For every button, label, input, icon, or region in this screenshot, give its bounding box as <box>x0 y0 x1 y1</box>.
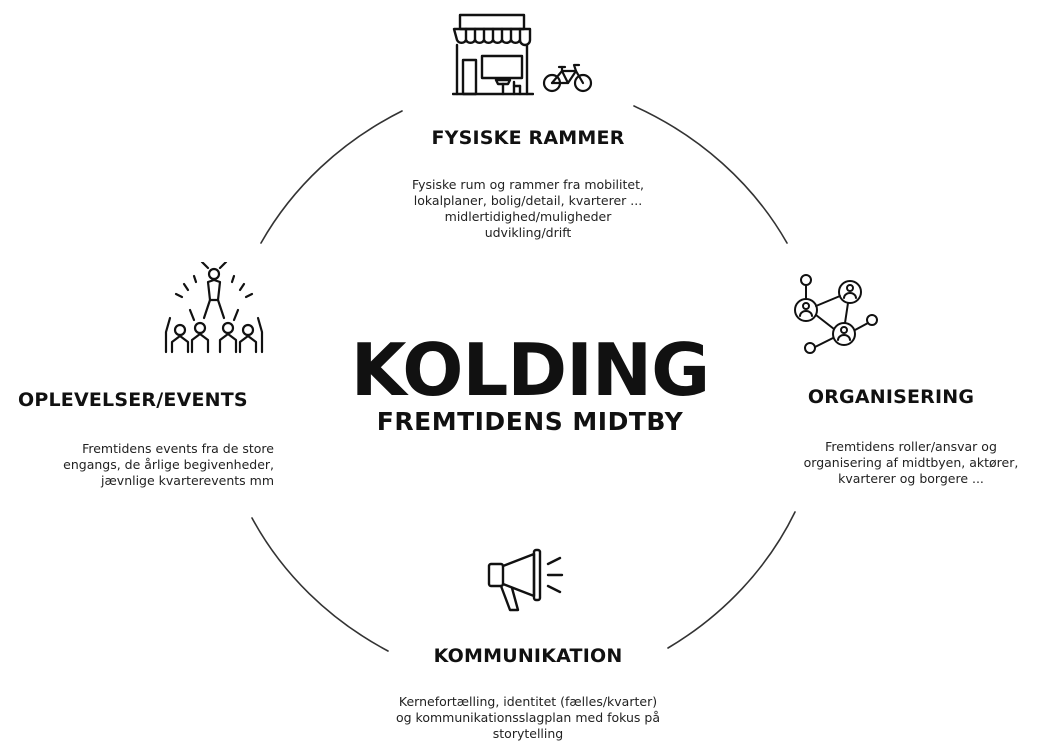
center-title: KOLDING <box>350 328 711 412</box>
section-desc-events: Fremtidens events fra de store engangs, … <box>4 441 274 489</box>
megaphone-icon <box>487 548 564 612</box>
ring-arc-top-right <box>633 105 788 244</box>
section-desc-organising: Fremtidens roller/ansvar og organisering… <box>776 439 1046 487</box>
ring-arc-top-left <box>260 110 403 244</box>
desc-line: midlertidighed/muligheder <box>444 209 612 224</box>
section-desc-communication: Kernefortælling, identitet (fælles/kvart… <box>318 694 738 742</box>
section-desc-physical: Fysiske rum og rammer fra mobilitet, lok… <box>338 177 718 241</box>
ring-arc-bottom-right <box>667 511 796 649</box>
desc-line: Fremtidens events fra de store <box>82 441 274 456</box>
bicycle-icon <box>542 63 593 93</box>
desc-line: lokalplaner, bolig/detail, kvarterer ... <box>413 193 643 208</box>
desc-line: og kommunikationsslagplan med fokus på <box>395 710 661 725</box>
desc-line: storytelling <box>492 726 564 741</box>
section-title-events: OPLEVELSER/EVENTS <box>18 389 248 411</box>
desc-line: organisering af midtbyen, aktører, <box>803 455 1019 470</box>
desc-line: Fysiske rum og rammer fra mobilitet, <box>412 177 644 192</box>
section-title-communication: KOMMUNIKATION <box>433 645 623 667</box>
desc-line: kvarterer og borgere ... <box>838 471 984 486</box>
section-title-physical: FYSISKE RAMMER <box>431 127 625 149</box>
crowd-celebration-icon <box>164 262 264 354</box>
desc-line: Kernefortælling, identitet (fælles/kvart… <box>398 694 658 709</box>
shop-icon <box>452 13 534 96</box>
desc-line: udvikling/drift <box>484 225 572 240</box>
desc-line: engangs, de årlige begivenheder, <box>63 457 274 472</box>
desc-line: jævnlige kvarterevents mm <box>101 473 274 488</box>
section-title-organising: ORGANISERING <box>807 386 975 408</box>
desc-line: Fremtidens roller/ansvar og <box>825 439 997 454</box>
network-people-icon <box>794 274 878 354</box>
center-subtitle: FREMTIDENS MIDTBY <box>376 407 684 436</box>
ring-arc-bottom-left <box>251 517 389 652</box>
